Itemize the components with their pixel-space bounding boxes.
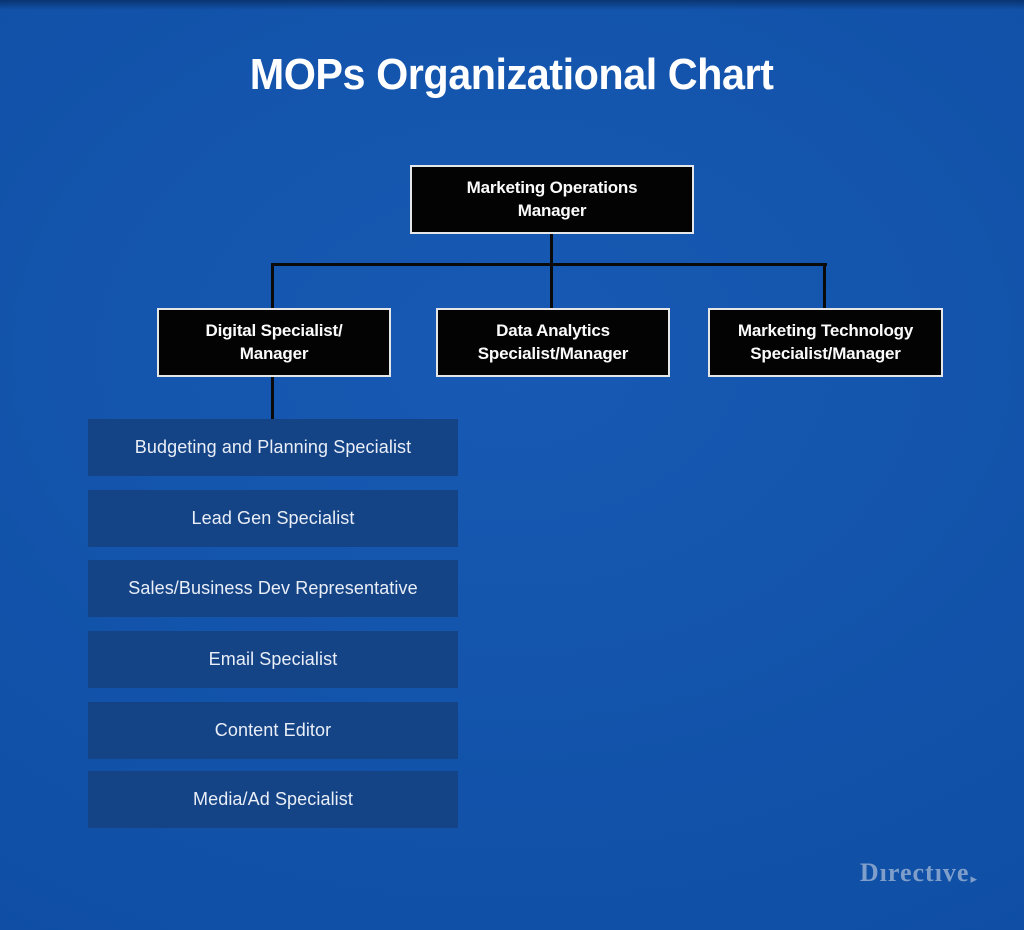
connector-drop-martech	[823, 263, 826, 308]
report-item-content-editor: Content Editor	[88, 702, 458, 759]
connector-drop-data-analytics	[550, 263, 553, 308]
logo-arrow-icon: ▸	[970, 872, 977, 887]
report-item-email-specialist: Email Specialist	[88, 631, 458, 688]
report-item-label: Budgeting and Planning Specialist	[134, 437, 412, 457]
report-item-label: Sales/Business Dev Representative	[128, 578, 418, 598]
report-item-label: Media/Ad Specialist	[193, 789, 353, 809]
page-title-text: MOPs Organizational Chart	[250, 50, 774, 99]
report-item-label: Lead Gen Specialist	[191, 508, 355, 528]
report-item-label: Content Editor	[214, 720, 332, 740]
node-marketing-technology-specialist-manager: Marketing Technology Specialist/Manager	[708, 308, 943, 377]
node-data-analytics-specialist-manager: Data Analytics Specialist/Manager	[436, 308, 670, 377]
connector-horizontal	[271, 263, 827, 266]
node-label-line: Data Analytics	[496, 321, 610, 341]
connector-drop-digital	[271, 263, 274, 308]
node-label-line: Specialist/Manager	[750, 343, 901, 363]
report-item-media-ad-specialist: Media/Ad Specialist	[88, 771, 458, 828]
node-label-line: Specialist/Manager	[477, 343, 629, 363]
node-label-line: Manager	[517, 200, 587, 220]
report-item-sales-business-dev-representative: Sales/Business Dev Representative	[88, 560, 458, 617]
directive-logo: Dırectıve ▸	[860, 858, 977, 888]
node-label-line: Marketing Technology	[737, 321, 914, 341]
report-item-label: Email Specialist	[208, 649, 338, 669]
connector-digital-to-reports	[271, 377, 274, 419]
report-item-budgeting-planning-specialist: Budgeting and Planning Specialist	[88, 419, 458, 476]
logo-wordmark: Dırectıve	[859, 858, 970, 887]
page-title: MOPs Organizational Chart	[0, 50, 1024, 100]
node-label-line: Manager	[239, 343, 309, 363]
node-label-line: Marketing Operations	[466, 178, 638, 198]
node-digital-specialist-manager: Digital Specialist/ Manager	[157, 308, 391, 377]
connector-root-stem	[550, 234, 553, 265]
node-label-line: Digital Specialist/	[205, 321, 343, 341]
report-item-lead-gen-specialist: Lead Gen Specialist	[88, 490, 458, 547]
node-marketing-operations-manager: Marketing Operations Manager	[410, 165, 694, 234]
